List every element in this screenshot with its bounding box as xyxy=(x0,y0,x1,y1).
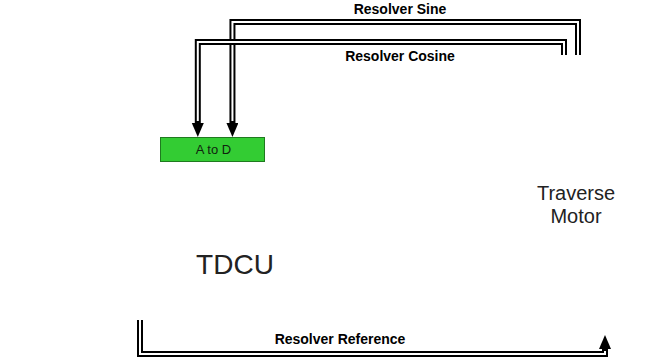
control-unit: TDCU A to D xyxy=(10,95,530,320)
wire-inner xyxy=(140,320,605,354)
node-text: A to D xyxy=(196,143,231,158)
motor-top xyxy=(518,80,634,100)
unit-outline xyxy=(10,95,530,320)
wire-outer xyxy=(198,42,564,123)
wire-outer xyxy=(140,320,605,354)
wire-inner xyxy=(198,42,564,121)
wire-outer xyxy=(232,22,578,123)
node-text: TDCU xyxy=(196,249,274,281)
signal-name: Resolver Cosine xyxy=(342,48,458,65)
signal-wire xyxy=(140,320,605,354)
converter-box: A to D xyxy=(160,137,265,162)
front-face xyxy=(10,210,460,320)
signal-name: Resolver Sine xyxy=(351,1,450,18)
signal-name: Resolver Reference xyxy=(272,331,409,348)
side-face xyxy=(460,95,530,320)
signal-wire xyxy=(198,42,564,123)
motor-body xyxy=(518,90,634,333)
signal-wire xyxy=(232,22,578,123)
wire-inner xyxy=(232,22,578,121)
top-face xyxy=(10,95,530,210)
resolver-housing xyxy=(557,60,585,95)
node-text: Traverse Motor xyxy=(526,182,626,228)
resolver-top xyxy=(557,56,585,64)
motor-cylinder: Traverse Motor xyxy=(517,55,635,335)
